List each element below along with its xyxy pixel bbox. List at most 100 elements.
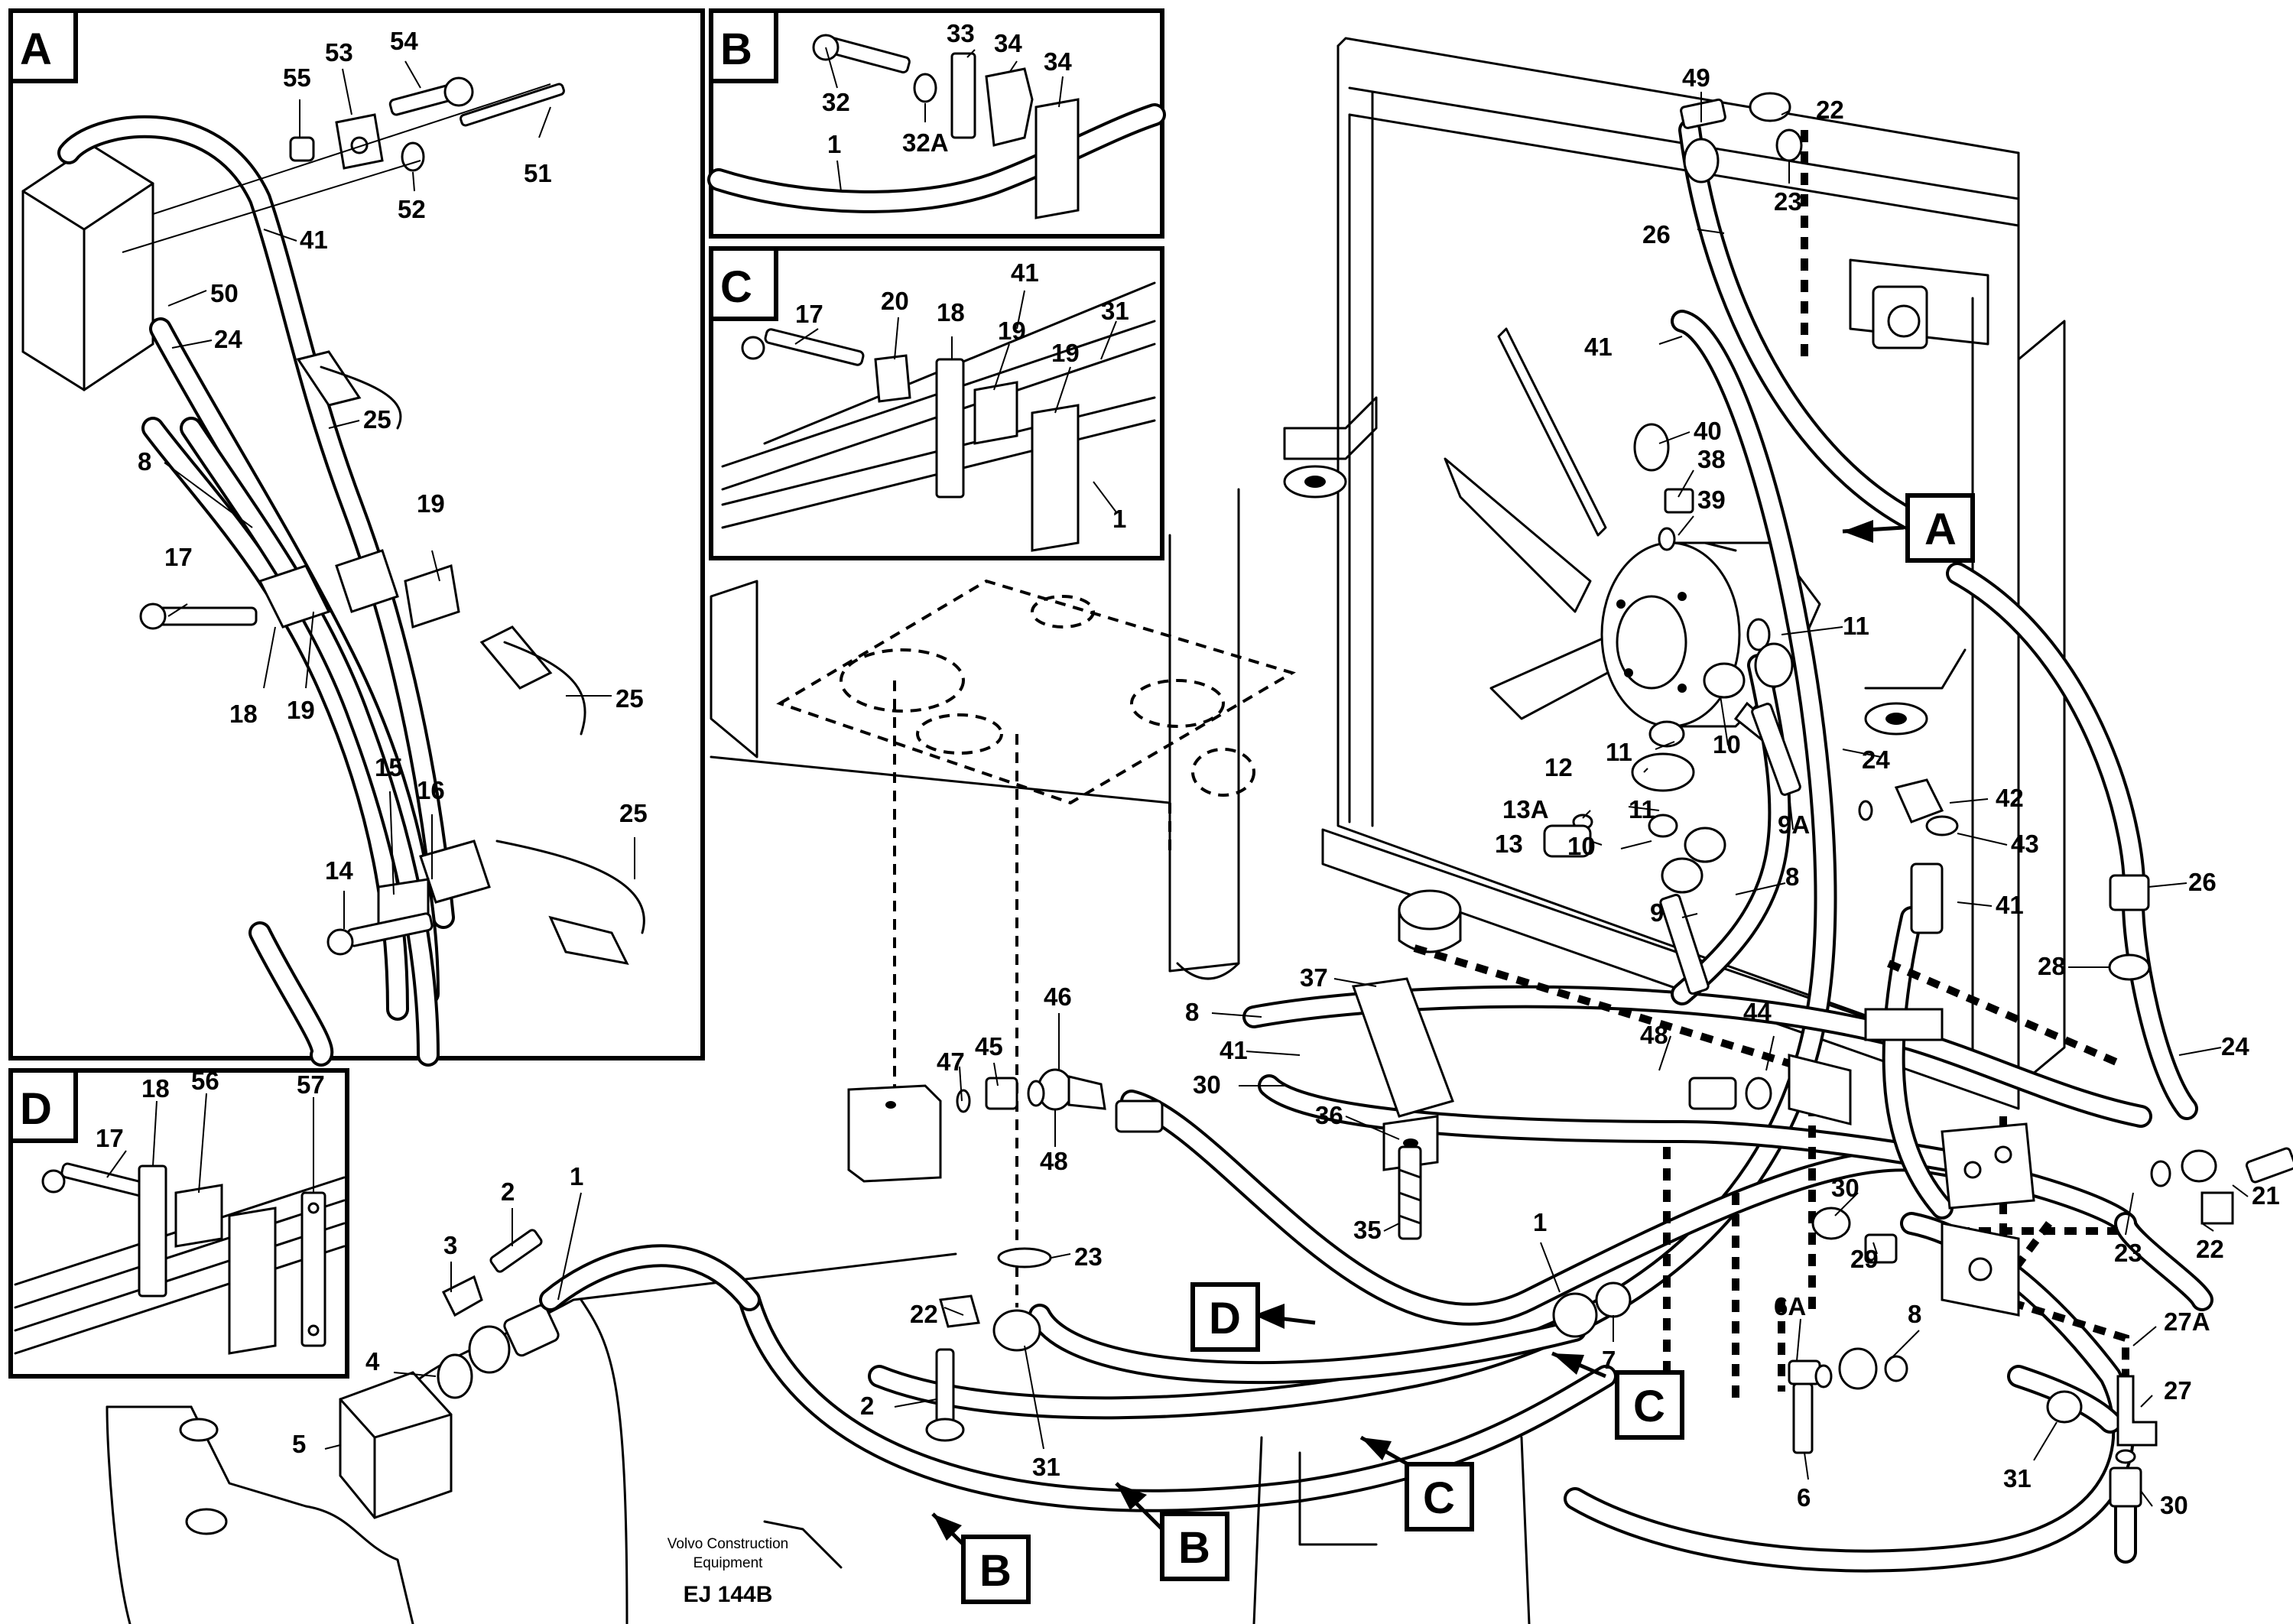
- label-18-a: 18: [229, 700, 258, 728]
- label-50: 50: [210, 279, 239, 307]
- label-24-m: 24: [1862, 745, 1890, 774]
- label-41-a: 41: [300, 226, 328, 254]
- label-35: 35: [1353, 1216, 1382, 1244]
- label-32: 32: [822, 88, 850, 116]
- label-19-c2: 19: [1051, 339, 1080, 367]
- fittings: [847, 92, 2293, 1508]
- label-40: 40: [1694, 417, 1722, 445]
- clamp-block: [1351, 977, 1454, 1240]
- label-27: 27: [2164, 1376, 2192, 1405]
- label-23-c: 23: [1074, 1242, 1103, 1271]
- maker-line-1: Volvo Construction: [667, 1536, 788, 1552]
- label-28: 28: [2038, 952, 2066, 980]
- label-15: 15: [375, 753, 403, 781]
- label-6: 6: [1797, 1483, 1811, 1512]
- label-31-b: 31: [1032, 1453, 1060, 1481]
- label-45: 45: [975, 1032, 1003, 1060]
- label-30-a: 30: [1193, 1070, 1221, 1099]
- label-53: 53: [325, 38, 353, 67]
- ref-b-box-1: B: [961, 1535, 1031, 1604]
- panel-d-letter: D: [20, 1084, 52, 1134]
- part-number-labels: 55 53 54 51 52 41 50 24 25 8 19 17 18 19…: [96, 19, 2280, 1519]
- label-30-b: 30: [1831, 1174, 1859, 1202]
- panel-c-letter: C: [720, 262, 752, 312]
- label-44: 44: [1743, 998, 1772, 1026]
- label-13: 13: [1495, 830, 1523, 858]
- label-19-c1: 19: [998, 317, 1026, 345]
- label-34-b: 34: [1044, 47, 1072, 76]
- label-31-c: 31: [1101, 297, 1129, 325]
- label-8-o: 8: [1908, 1300, 1921, 1328]
- label-23-b: 23: [2114, 1239, 2142, 1267]
- valve-block-outline: [710, 488, 1296, 1307]
- label-19-b: 19: [287, 696, 315, 724]
- label-20: 20: [881, 287, 909, 315]
- panel-d: D: [8, 1068, 349, 1379]
- routing-dashes: [1413, 130, 2129, 1415]
- label-30-c: 30: [2160, 1491, 2188, 1519]
- label-55: 55: [283, 63, 311, 92]
- label-8-a: 8: [138, 447, 151, 476]
- hose-routing: [738, 119, 2213, 1573]
- label-52: 52: [398, 195, 426, 223]
- svg-text:C: C: [1423, 1473, 1455, 1523]
- label-49: 49: [1682, 63, 1710, 92]
- label-24-a: 24: [214, 325, 242, 353]
- svg-text:B: B: [1178, 1523, 1210, 1573]
- label-8-n: 8: [1185, 998, 1199, 1026]
- ref-c-box-1: C: [1405, 1462, 1474, 1531]
- label-25-c: 25: [619, 799, 648, 827]
- label-17-c: 17: [795, 300, 823, 328]
- panel-b: B: [707, 8, 1166, 239]
- ref-c-box-2: C: [1615, 1370, 1684, 1440]
- frame-lower-left: [106, 1229, 1531, 1624]
- label-39: 39: [1697, 486, 1726, 514]
- reference-boxes: A B B C C D: [961, 493, 1975, 1604]
- label-29: 29: [1850, 1245, 1879, 1273]
- label-42: 42: [1996, 784, 2024, 812]
- label-54: 54: [390, 27, 418, 55]
- label-2-a: 2: [860, 1392, 874, 1420]
- label-17-a: 17: [164, 543, 193, 571]
- label-33: 33: [947, 19, 975, 47]
- svg-text:B: B: [979, 1546, 1012, 1596]
- leader-lines: [106, 47, 2249, 1507]
- label-11-a: 11: [1843, 612, 1869, 640]
- svg-text:A: A: [1924, 505, 1957, 554]
- label-11-c: 11: [1629, 795, 1655, 823]
- label-14: 14: [325, 856, 353, 885]
- svg-text:C: C: [1633, 1382, 1665, 1431]
- label-17-d: 17: [96, 1124, 124, 1152]
- panel-b-letter: B: [720, 24, 752, 74]
- label-25-b: 25: [615, 684, 644, 713]
- label-26-a: 26: [1642, 220, 1671, 248]
- panel-c: C: [709, 246, 1164, 560]
- label-41-m: 41: [1584, 333, 1613, 361]
- label-9A: 9A: [1778, 810, 1810, 839]
- label-41-n: 41: [1996, 891, 2024, 919]
- label-3: 3: [443, 1231, 457, 1259]
- label-23-a: 23: [1774, 187, 1802, 216]
- label-4: 4: [365, 1347, 380, 1376]
- label-12: 12: [1544, 753, 1573, 781]
- maker-line-2: Equipment: [693, 1555, 764, 1571]
- drawing-code: EJ 144B: [684, 1582, 773, 1607]
- label-9: 9: [1650, 898, 1664, 927]
- main-assembly: [106, 37, 2293, 1624]
- label-41-o: 41: [1220, 1036, 1248, 1064]
- label-16: 16: [417, 776, 445, 804]
- label-57: 57: [297, 1070, 325, 1099]
- label-27A: 27A: [2164, 1307, 2210, 1336]
- label-26-b: 26: [2188, 868, 2217, 896]
- label-13A: 13A: [1502, 795, 1549, 823]
- label-41-c: 41: [1011, 258, 1039, 287]
- svg-text:D: D: [1209, 1294, 1241, 1343]
- label-46: 46: [1044, 983, 1072, 1011]
- label-51: 51: [524, 159, 552, 187]
- ref-b-box-2: B: [1160, 1512, 1229, 1581]
- label-31-a: 31: [2003, 1464, 2032, 1492]
- label-10-a: 10: [1713, 730, 1741, 758]
- label-22-b: 22: [2196, 1235, 2224, 1263]
- ref-a-box: A: [1905, 493, 1975, 563]
- label-36: 36: [1315, 1101, 1343, 1129]
